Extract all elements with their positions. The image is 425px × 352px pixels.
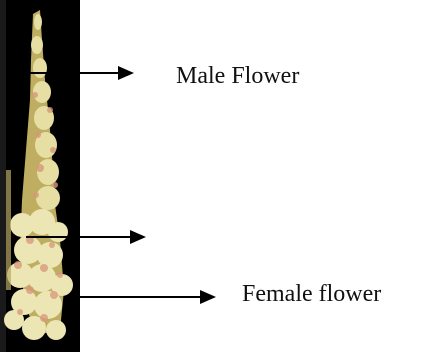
arrow-female-flower	[78, 290, 216, 304]
arrow-male-flower	[24, 66, 134, 80]
male-flower-label: Male Flower	[176, 64, 299, 88]
female-flower-label: Female flower	[242, 282, 381, 306]
arrow-middle	[26, 230, 146, 244]
